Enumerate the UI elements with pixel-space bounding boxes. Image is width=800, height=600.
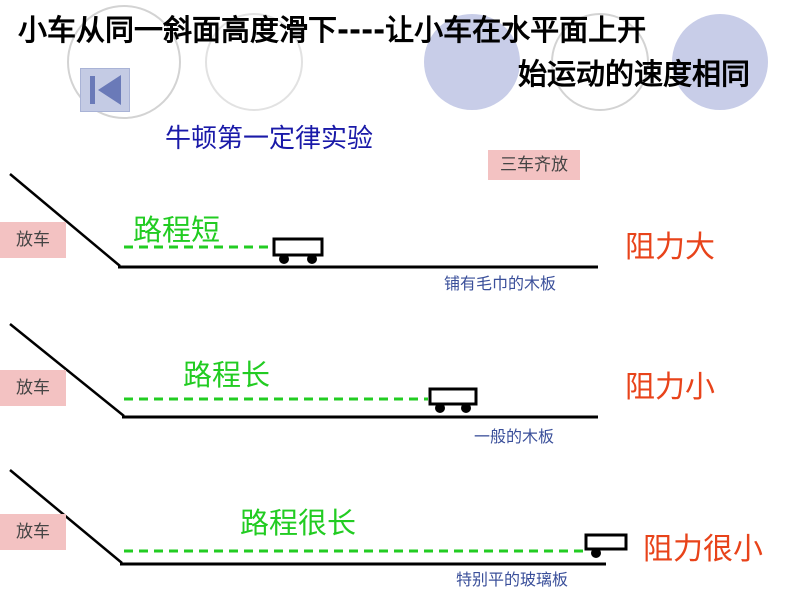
track-2-diagram: [9, 323, 598, 419]
track-1-resistance-label: 阻力大: [625, 230, 715, 265]
track-2-resistance-label: 阻力小: [625, 370, 715, 405]
release-cart-1-button[interactable]: 放车: [0, 222, 66, 258]
experiment-subtitle: 牛顿第一定律实验: [165, 124, 374, 154]
track-3-resistance-label: 阻力很小: [643, 532, 763, 567]
track-2-distance-label: 路程长: [183, 358, 271, 392]
skip-back-icon: [90, 75, 121, 105]
release-cart-2-button[interactable]: 放车: [0, 370, 66, 406]
title-line-1: 小车从同一斜面高度滑下----让小车在水平面上开: [18, 13, 647, 47]
release-cart-3-button[interactable]: 放车: [0, 514, 66, 550]
track-1-surface-label: 铺有毛巾的木板: [444, 274, 557, 293]
cart-1: [272, 237, 324, 264]
track-3-surface-label: 特别平的玻璃板: [456, 570, 569, 589]
release-all-button[interactable]: 三车齐放: [488, 150, 580, 180]
back-to-start-button[interactable]: [80, 68, 130, 112]
track-3-distance-label: 路程很长: [240, 506, 357, 540]
track-2-surface-label: 一般的木板: [474, 427, 555, 446]
cart-3: [584, 533, 628, 558]
track-3-diagram: [9, 469, 628, 566]
title-line-2: 始运动的速度相同: [517, 57, 750, 91]
track-1-diagram: [9, 173, 598, 269]
cart-2: [428, 387, 478, 413]
track-1-distance-label: 路程短: [133, 213, 221, 247]
